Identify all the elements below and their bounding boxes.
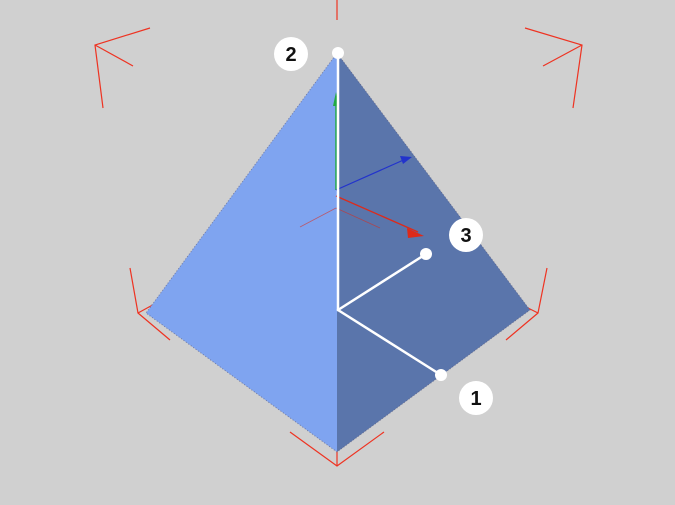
callout-3-circle [449,218,483,252]
bracket-top-right-diagonal [542,44,583,67]
dimension-handles[interactable] [332,47,447,381]
callout-1-label: 1 [470,388,481,410]
bracket-top-left-diagonal [94,44,134,67]
gizmo-secondary-line [299,207,337,228]
callout-3: 3 [449,218,483,252]
gizmo-x-axis[interactable] [335,195,419,233]
transform-gizmo[interactable] [299,92,424,238]
callout-1-circle [459,381,493,415]
gizmo-x-arrow-icon[interactable] [407,228,424,238]
handle-top[interactable] [332,47,344,59]
handle-width[interactable] [435,369,447,381]
pyramid-wire-edge [145,52,531,453]
callout-3-label: 3 [460,225,471,247]
callout-1: 1 [459,381,493,415]
pyramid-right-face[interactable] [337,53,530,452]
callout-2-circle [274,37,308,71]
gizmo-secondary-line [335,207,381,229]
pyramid-left-face[interactable] [146,53,337,452]
bracket-top-right-corner [524,27,583,109]
pyramid-object[interactable] [145,52,531,453]
handle-depth[interactable] [420,248,432,260]
gizmo-z-axis[interactable] [335,157,409,191]
width-dimension-line [336,308,443,377]
gizmo-z-arrow-icon[interactable] [400,156,412,164]
depth-dimension-line [336,252,428,312]
bracket-top-left-corner [94,27,151,109]
callout-2-label: 2 [285,44,296,66]
dimension-lines [336,51,443,377]
callout-2: 2 [274,37,308,71]
